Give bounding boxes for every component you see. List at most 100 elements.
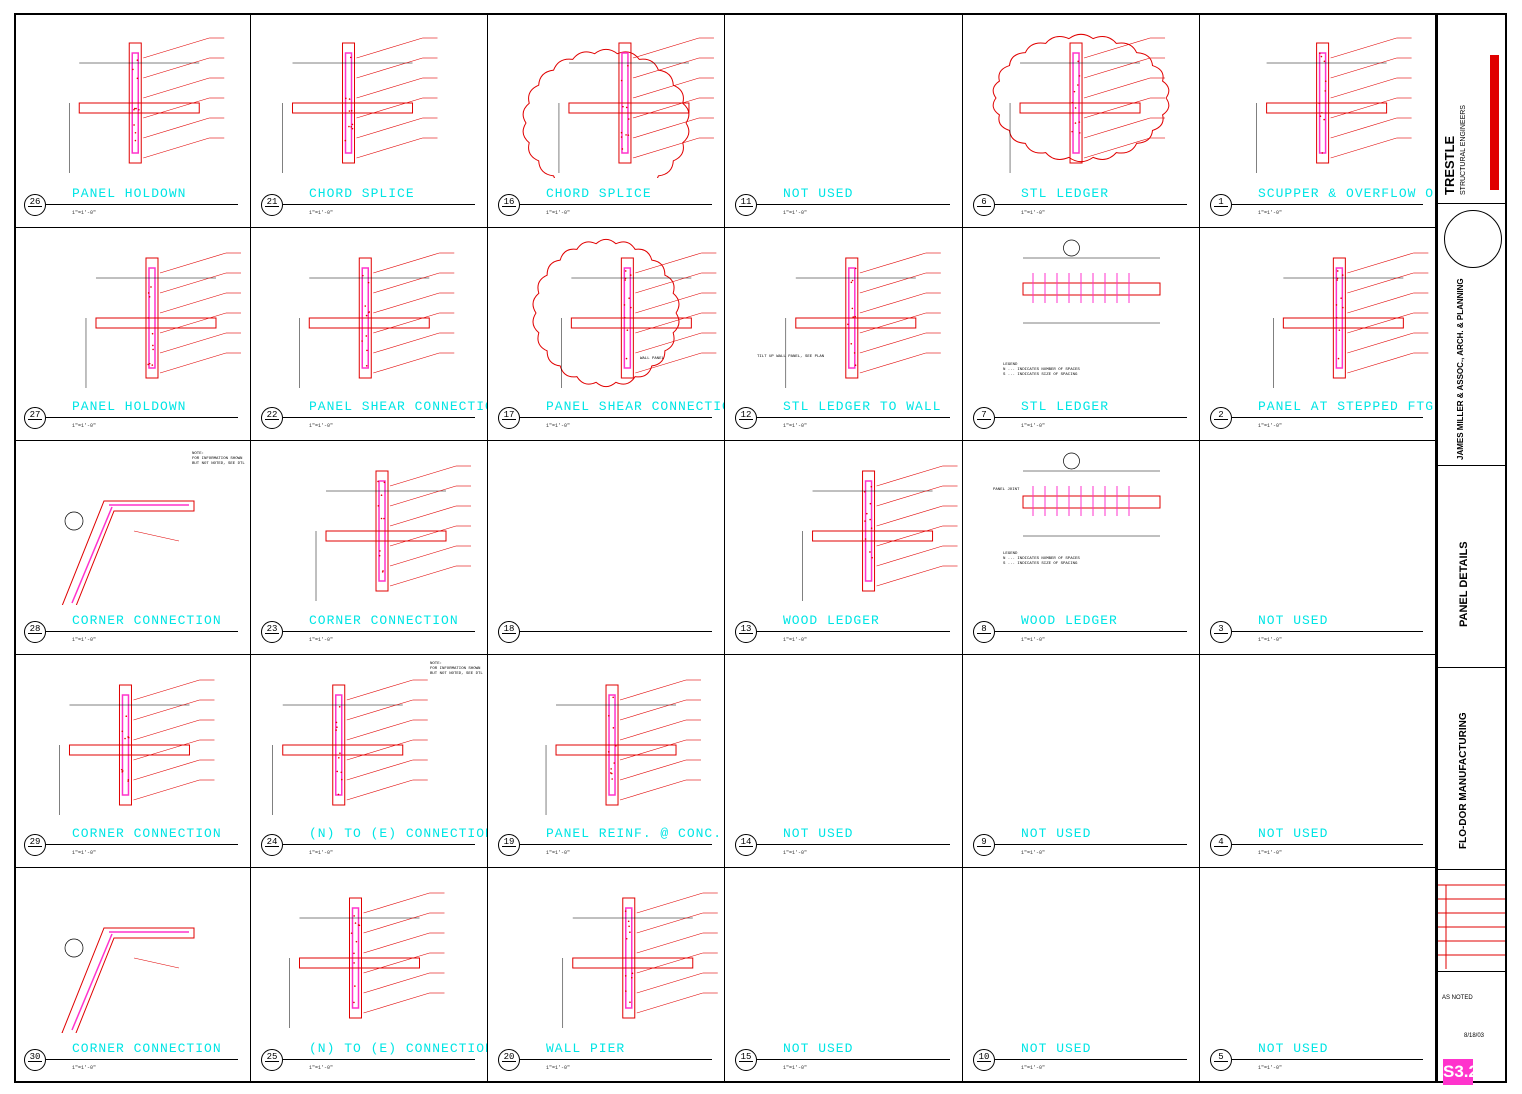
detail-scale: 1"=1'-0" <box>1021 637 1046 643</box>
detail-number-bubble: 29 <box>24 834 46 856</box>
title-underline <box>757 417 950 418</box>
detail-number: 9 <box>981 837 987 847</box>
detail-number: 28 <box>29 624 41 634</box>
detail-scale: 1"=1'-0" <box>783 210 808 216</box>
detail-number-bubble: 3 <box>1210 621 1232 643</box>
detail-drawing-1 <box>1256 37 1412 173</box>
detail-drawing-12 <box>785 252 941 388</box>
detail-scale: 1"=1'-0" <box>72 210 97 216</box>
detail-drawing-30 <box>61 927 195 1033</box>
firm-logo: TRESTLE <box>1442 135 1457 195</box>
detail-scale: 1"=1'-0" <box>546 423 571 429</box>
detail-drawing-18 <box>488 441 725 605</box>
detail-number: 6 <box>981 197 987 207</box>
detail-scale: 1"=1'-0" <box>309 637 334 643</box>
detail-title: NOT USED <box>783 1041 854 1056</box>
firm-block: TRESTLE STRUCTURAL ENGINEERS <box>1438 15 1505 268</box>
detail-scale: 1"=1'-0" <box>783 850 808 856</box>
detail-scale: 1"=1'-0" <box>783 1065 808 1071</box>
detail-number: 16 <box>503 197 515 207</box>
detail-title: STL LEDGER <box>1021 186 1110 201</box>
detail-scale: 1"=1'-0" <box>309 423 334 429</box>
detail-scale: 1"=1'-0" <box>309 850 334 856</box>
detail-scale: 1"=1'-0" <box>1021 850 1046 856</box>
detail-number: 10 <box>978 1052 990 1062</box>
title-underline <box>520 631 712 632</box>
detail-scale: 1"=1'-0" <box>1258 850 1283 856</box>
detail-number-bubble: 13 <box>735 621 757 643</box>
drawing-note: WALL PANEL <box>640 357 665 361</box>
detail-scale: 1"=1'-0" <box>1021 423 1046 429</box>
detail-number-bubble: 1 <box>1210 194 1232 216</box>
detail-scale: 1"=1'-0" <box>546 1065 571 1071</box>
detail-title: CHORD SPLICE <box>309 186 415 201</box>
detail-number: 2 <box>1218 410 1224 420</box>
detail-drawing-11 <box>725 13 963 178</box>
detail-number: 7 <box>981 410 987 420</box>
detail-number: 15 <box>740 1052 752 1062</box>
project-block: FLO-DOR MANUFACTURING <box>1438 669 1505 870</box>
detail-drawing-2 <box>1273 252 1429 388</box>
detail-title: (N) TO (E) CONNECTION <box>309 1041 488 1056</box>
detail-title: CORNER CONNECTION <box>72 826 222 841</box>
revisions-block <box>1438 871 1505 972</box>
detail-drawing-24 <box>272 679 428 815</box>
detail-scale: 1"=1'-0" <box>309 1065 334 1071</box>
detail-title: NOT USED <box>1021 826 1092 841</box>
title-underline <box>1232 631 1423 632</box>
detail-scale: 1"=1'-0" <box>783 423 808 429</box>
title-underline <box>757 204 950 205</box>
title-underline <box>757 844 950 845</box>
detail-title: SCUPPER & OVERFLOW OPNGS <box>1258 186 1435 201</box>
detail-number-bubble: 5 <box>1210 1049 1232 1071</box>
engineer-seal <box>1444 210 1502 268</box>
detail-number-bubble: 27 <box>24 407 46 429</box>
detail-number-bubble: 26 <box>24 194 46 216</box>
detail-number-bubble: 17 <box>498 407 520 429</box>
drawing-note: TILT UP WALL PANEL, SEE PLAN <box>757 355 825 359</box>
detail-number-bubble: 16 <box>498 194 520 216</box>
detail-drawing-5 <box>1200 868 1436 1033</box>
revision-table <box>1438 884 1505 969</box>
architect-name: JAMES MILLER & ASSOC., ARCH. & PLANNING <box>1456 278 1465 460</box>
detail-number: 20 <box>503 1052 515 1062</box>
detail-title: (N) TO (E) CONNECTION <box>309 826 488 841</box>
title-block: TRESTLE STRUCTURAL ENGINEERS JAMES MILLE… <box>1436 13 1507 1085</box>
drawing-title-block: PANEL DETAILS <box>1438 467 1505 668</box>
detail-number-bubble: 28 <box>24 621 46 643</box>
detail-number-bubble: 23 <box>261 621 283 643</box>
detail-scale: 1"=1'-0" <box>783 637 808 643</box>
title-underline <box>46 204 238 205</box>
drawing-note: NOTE: FOR INFORMATION SHOWN BUT NOT NOTE… <box>192 452 245 466</box>
detail-title: NOT USED <box>783 826 854 841</box>
detail-cell-1: 1 SCUPPER & OVERFLOW OPNGS 1"=1'-0" <box>1200 13 1436 228</box>
detail-number-bubble: 11 <box>735 194 757 216</box>
detail-title: NOT USED <box>1258 826 1329 841</box>
detail-drawing-20 <box>562 892 718 1028</box>
detail-cell-18: 18 <box>488 441 725 655</box>
detail-scale: 1"=1'-0" <box>1258 210 1283 216</box>
detail-scale: 1"=1'-0" <box>1258 423 1283 429</box>
detail-cell-9: 9 NOT USED 1"=1'-0" <box>963 655 1200 868</box>
detail-title: WALL PIER <box>546 1041 626 1056</box>
detail-drawing-15 <box>725 868 963 1033</box>
detail-number: 19 <box>503 837 515 847</box>
detail-drawing-9 <box>963 655 1200 818</box>
detail-scale: 1"=1'-0" <box>546 850 571 856</box>
detail-number: 26 <box>29 197 41 207</box>
detail-number: 4 <box>1218 837 1224 847</box>
detail-number-bubble: 15 <box>735 1049 757 1071</box>
detail-title: STL LEDGER TO WALL <box>783 399 942 414</box>
detail-scale: 1"=1'-0" <box>1021 1065 1046 1071</box>
